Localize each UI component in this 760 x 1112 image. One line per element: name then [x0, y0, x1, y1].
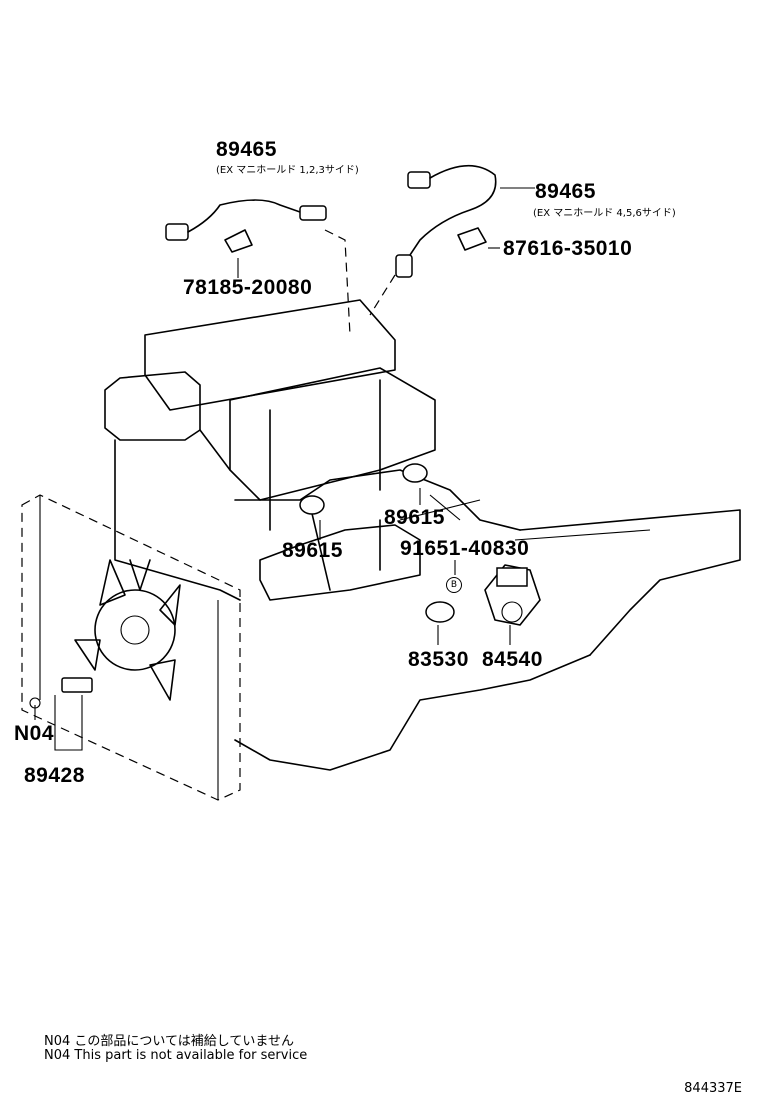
leader-lines	[34, 187, 651, 751]
oxygen-sensor-left	[165, 199, 327, 253]
cooling-fan	[74, 559, 181, 701]
part-89428: 89428	[24, 764, 85, 787]
part-91651-40830: 91651-40830	[400, 537, 530, 560]
part-89465-left: 89465	[216, 138, 277, 161]
part-89465-left-note: (EX マニホールド 1,2,3サイド)	[216, 165, 359, 176]
part-89465-right: 89465	[535, 180, 596, 203]
radiator-shroud	[21, 494, 241, 801]
diagram-reference-number: 844337E	[684, 1081, 742, 1096]
part-89615-right: 89615	[384, 506, 445, 529]
engine-block	[104, 299, 741, 771]
oxygen-sensor-right	[395, 164, 497, 278]
sensor-components	[29, 463, 541, 709]
note-japanese: N04 この部品については補給していません	[44, 1034, 294, 1049]
part-89465-right-note: (EX マニホールド 4,5,6サイド)	[533, 208, 676, 219]
note-english: N04 This part is not available for servi…	[44, 1048, 308, 1063]
part-78185-20080: 78185-20080	[183, 276, 313, 299]
part-87616-35010: 87616-35010	[503, 237, 633, 260]
part-n04: N04	[14, 722, 55, 745]
part-89615-left: 89615	[282, 539, 343, 562]
callout-b: B	[446, 577, 462, 593]
part-83530: 83530	[408, 648, 469, 671]
part-84540: 84540	[482, 648, 543, 671]
